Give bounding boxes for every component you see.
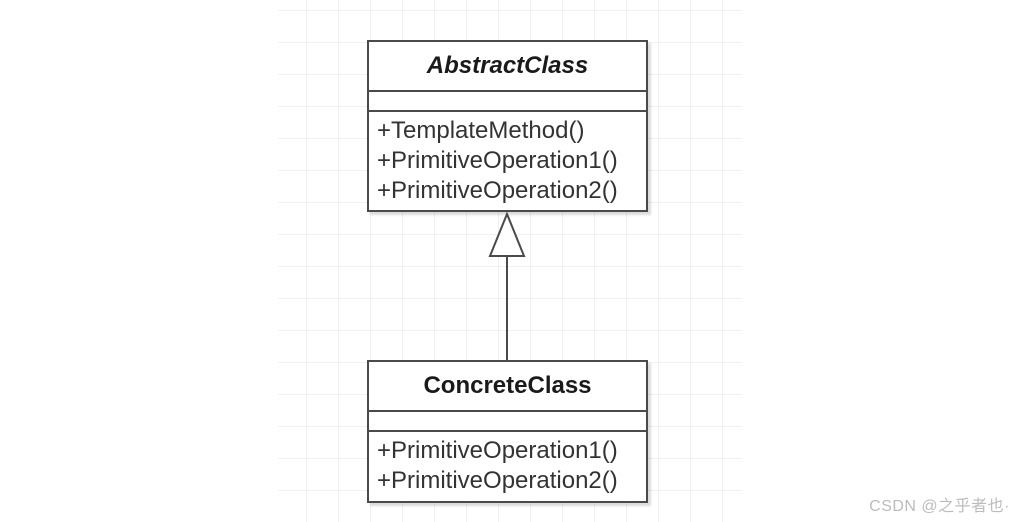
class-box-abstractclass: AbstractClass +TemplateMethod() +Primiti… [367, 40, 648, 212]
class-title: AbstractClass [426, 52, 589, 79]
method-item: +PrimitiveOperation1() [377, 147, 618, 174]
attributes-compartment [369, 410, 646, 432]
method-item: +TemplateMethod() [377, 117, 585, 144]
generalization-arrow [488, 211, 526, 361]
methods-compartment: +PrimitiveOperation1() +PrimitiveOperati… [369, 432, 646, 496]
inheritance-triangle-icon [488, 211, 526, 257]
method-item: +PrimitiveOperation2() [377, 467, 618, 494]
method-item: +PrimitiveOperation1() [377, 437, 618, 464]
methods-compartment: +TemplateMethod() +PrimitiveOperation1()… [369, 112, 646, 206]
attributes-compartment [369, 90, 646, 112]
class-title: ConcreteClass [423, 372, 592, 399]
watermark: CSDN @之乎者也· [869, 498, 1010, 515]
method-item: +PrimitiveOperation2() [377, 177, 618, 204]
class-box-concreteclass: ConcreteClass +PrimitiveOperation1() +Pr… [367, 360, 648, 503]
